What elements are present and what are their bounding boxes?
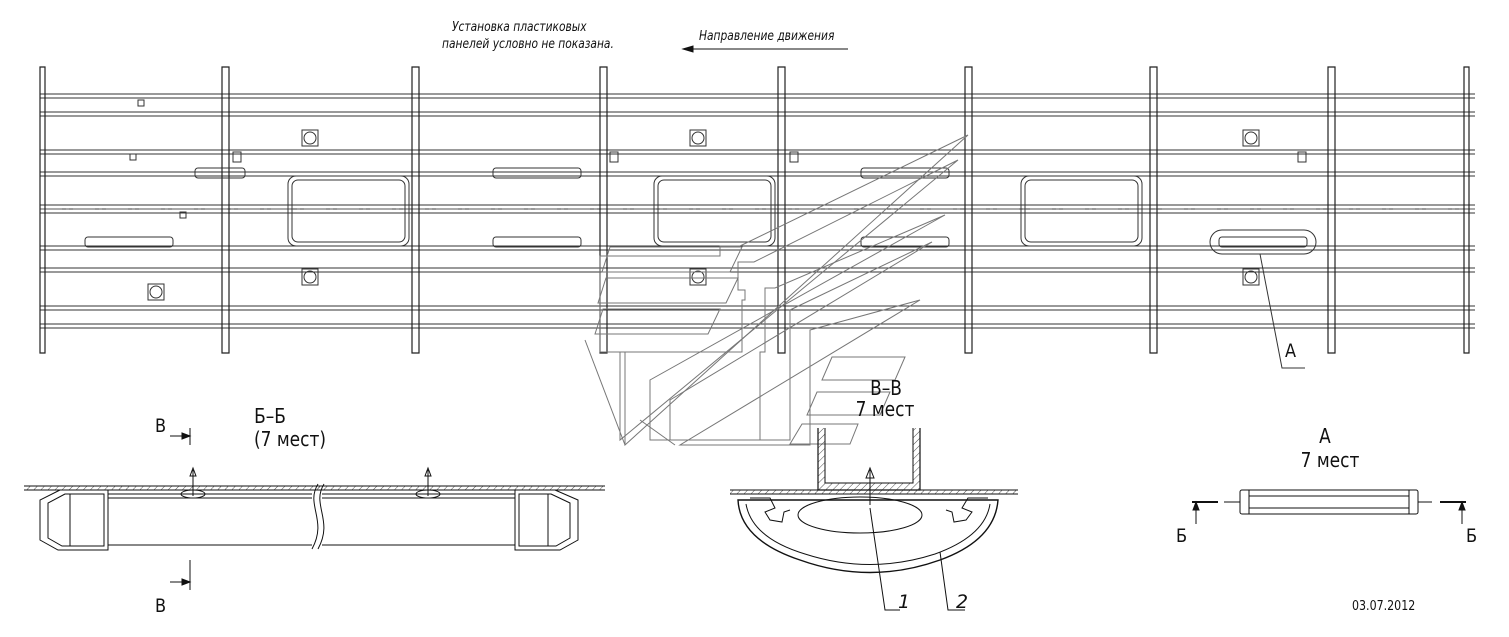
note-direction: Направление движения: [699, 29, 835, 44]
callout-1-leader: [870, 508, 900, 610]
section-vv-drawing: [730, 428, 1018, 610]
section-bb-cut-top: В: [155, 415, 167, 437]
section-bb-cut-bottom: В: [155, 595, 167, 617]
plan-rails: [40, 94, 1475, 328]
drawing-date: 03.07.2012: [1352, 599, 1416, 614]
callout-2: 2: [956, 591, 969, 613]
section-vv-title: В–В: [870, 376, 902, 400]
view-a-subtitle: 7 мест: [1300, 448, 1360, 472]
plan-callout-a: А: [1285, 340, 1297, 362]
watermark-logo: [585, 135, 968, 445]
note-install-line2: панелей условно не показана.: [442, 37, 614, 52]
view-a-cut-left: Б: [1176, 525, 1188, 547]
plan-frames: [40, 67, 1469, 353]
view-a-title: А: [1319, 424, 1331, 448]
section-bb-title: Б–Б: [254, 404, 286, 428]
note-install-line1: Установка пластиковых: [452, 20, 587, 35]
plan-hatches: [288, 176, 1142, 246]
section-bb-subtitle: (7 мест): [253, 427, 327, 451]
callout-1: 1: [898, 591, 911, 613]
section-vv-subtitle: 7 мест: [855, 397, 915, 421]
plan-lamps: [85, 168, 1316, 254]
callout-2-leader: [940, 552, 965, 610]
plan-fixtures: [130, 100, 1306, 300]
plan-callout-leader: [1260, 254, 1305, 368]
direction-arrow: [683, 46, 848, 52]
plan-view: [40, 67, 1475, 368]
section-bb-drawing: [24, 428, 605, 590]
view-a-drawing: [1192, 490, 1466, 524]
view-a-cut-right: Б: [1466, 525, 1478, 547]
